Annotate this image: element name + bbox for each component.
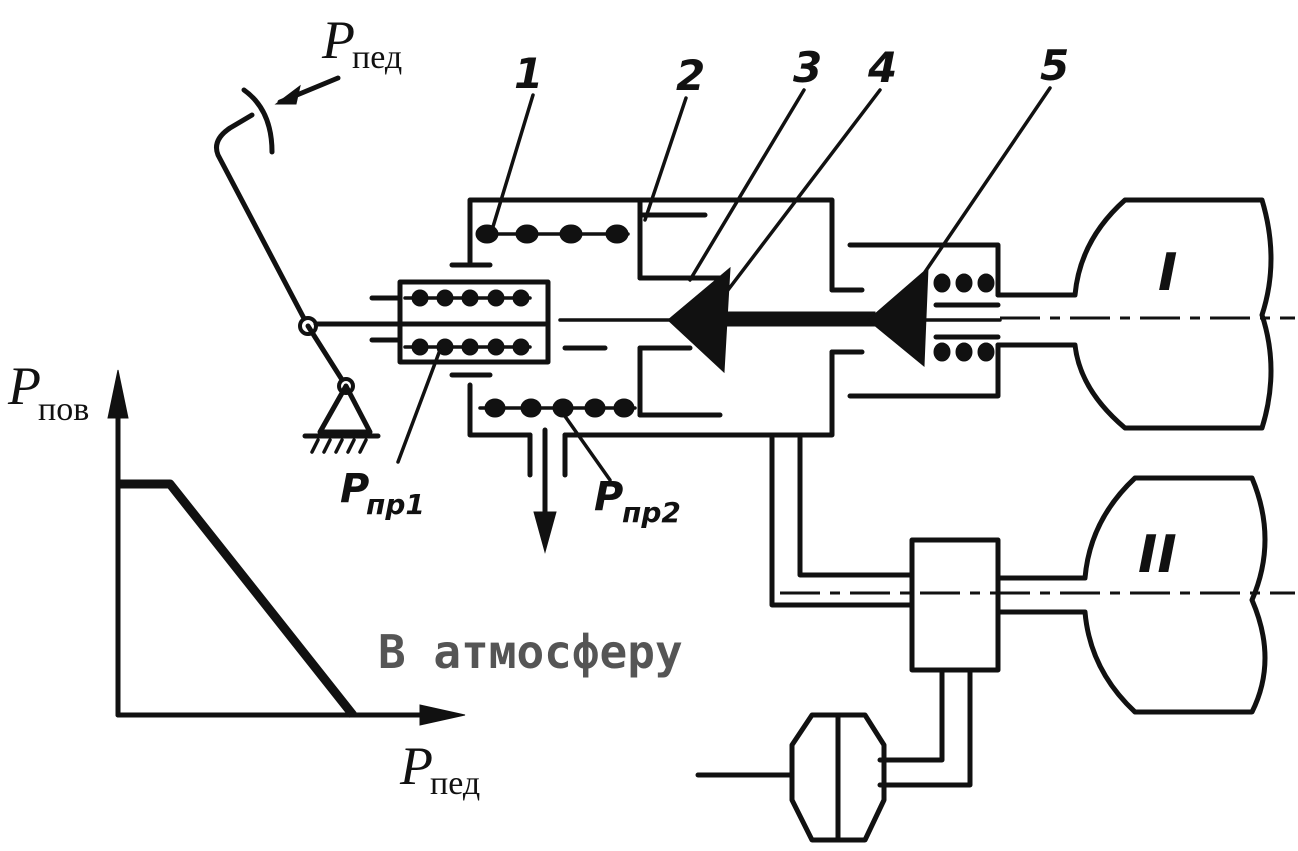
spring-pr2-sub: пр2 — [622, 496, 681, 529]
chamber-II — [780, 475, 1295, 715]
compressor — [695, 667, 973, 843]
chamber-I — [995, 197, 1295, 431]
spring-1 — [475, 224, 630, 244]
characteristic-graph — [107, 369, 466, 726]
spring-pr1-upper — [403, 289, 532, 307]
callout-4: 4 — [867, 43, 897, 92]
outlet-chamber — [829, 242, 1001, 399]
chamber-label-I: I — [1158, 243, 1177, 303]
p-ped-top-sub: пед — [352, 39, 402, 76]
spring-pr2 — [478, 398, 637, 418]
callout-2: 2 — [676, 51, 705, 100]
p-ped-bottom-sub: пед — [430, 765, 480, 802]
spring-pr1-sub: пр1 — [366, 488, 425, 521]
p-ped-top-letter: P — [321, 10, 355, 70]
chamber-label-II: II — [1138, 525, 1177, 585]
atmosphere-label: В атмосферу — [378, 625, 683, 679]
air-line — [769, 435, 915, 608]
p-ped-bottom-letter: P — [399, 736, 433, 796]
pedal-lever — [214, 75, 381, 454]
spring-pr1-lower — [403, 338, 532, 356]
p-pov-letter: P — [7, 356, 41, 416]
callout-3: 3 — [793, 43, 822, 92]
spring-pr2-letter: P — [594, 474, 623, 520]
p-pov-sub: пов — [38, 391, 89, 428]
callout-leaders — [396, 86, 1052, 482]
valve-stem — [558, 266, 1002, 374]
callout-5: 5 — [1040, 41, 1069, 90]
spring-pr1-letter: P — [340, 466, 369, 512]
callout-1: 1 — [514, 49, 543, 98]
